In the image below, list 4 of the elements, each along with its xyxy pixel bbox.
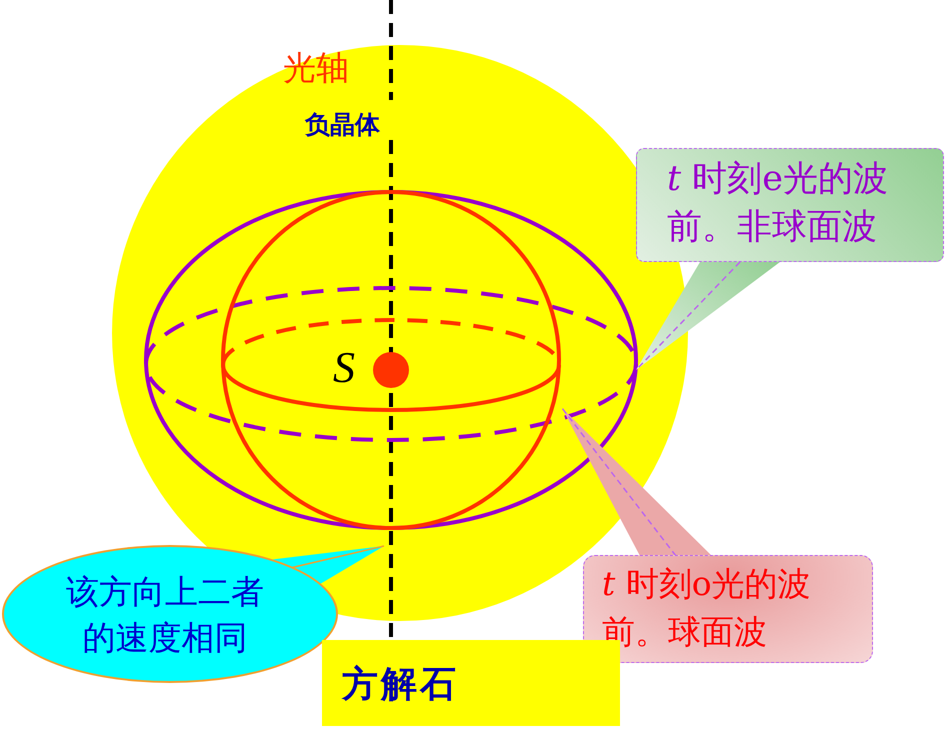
- source-label: S: [333, 342, 355, 393]
- crystal-type-label: 负晶体: [305, 109, 380, 141]
- leader-line: [561, 408, 677, 556]
- crystal-label-box: 方解石: [322, 640, 620, 726]
